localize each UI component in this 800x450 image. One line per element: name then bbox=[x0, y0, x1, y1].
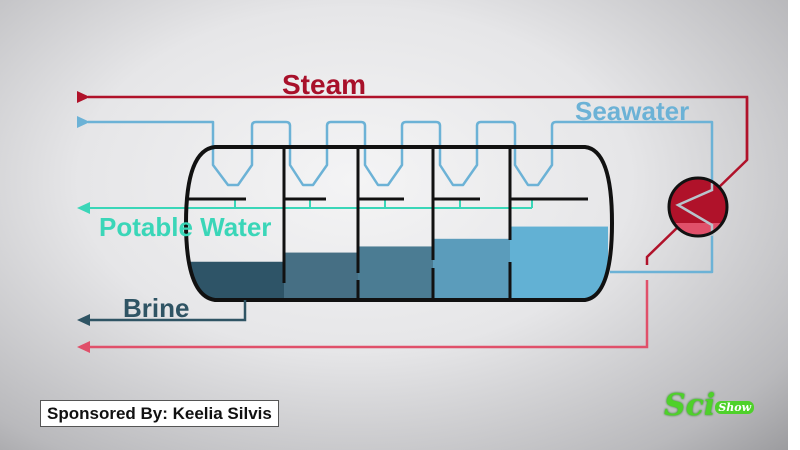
tank-outline bbox=[183, 145, 615, 302]
water-levels bbox=[190, 226, 608, 300]
brine-label: Brine bbox=[123, 293, 189, 323]
potable-collectors bbox=[88, 199, 533, 209]
seawater-arrow bbox=[77, 116, 90, 128]
logo-sub: Show bbox=[715, 400, 755, 414]
steam-label: Steam bbox=[282, 69, 366, 100]
steam-arrow bbox=[77, 91, 90, 103]
brine-arrow bbox=[77, 314, 90, 326]
heat-exchanger bbox=[667, 176, 729, 238]
stage-3-water bbox=[358, 246, 433, 300]
stage-4-water bbox=[433, 238, 510, 300]
logo-main: Sci bbox=[664, 388, 716, 423]
potable-water-label: Potable Water bbox=[99, 212, 271, 242]
stage-dividers bbox=[282, 147, 512, 300]
return-arrow bbox=[77, 341, 90, 353]
return-line bbox=[88, 280, 649, 349]
potable-arrow bbox=[77, 202, 90, 214]
stage-1-water bbox=[190, 261, 284, 300]
seawater-label: Seawater bbox=[575, 96, 689, 126]
sponsor-caption: Sponsored By: Keelia Silvis bbox=[40, 400, 279, 427]
seawater-tube bbox=[88, 120, 714, 274]
stage-2-water bbox=[284, 252, 358, 300]
stage-5-water bbox=[510, 226, 608, 300]
brine-line bbox=[88, 300, 247, 322]
